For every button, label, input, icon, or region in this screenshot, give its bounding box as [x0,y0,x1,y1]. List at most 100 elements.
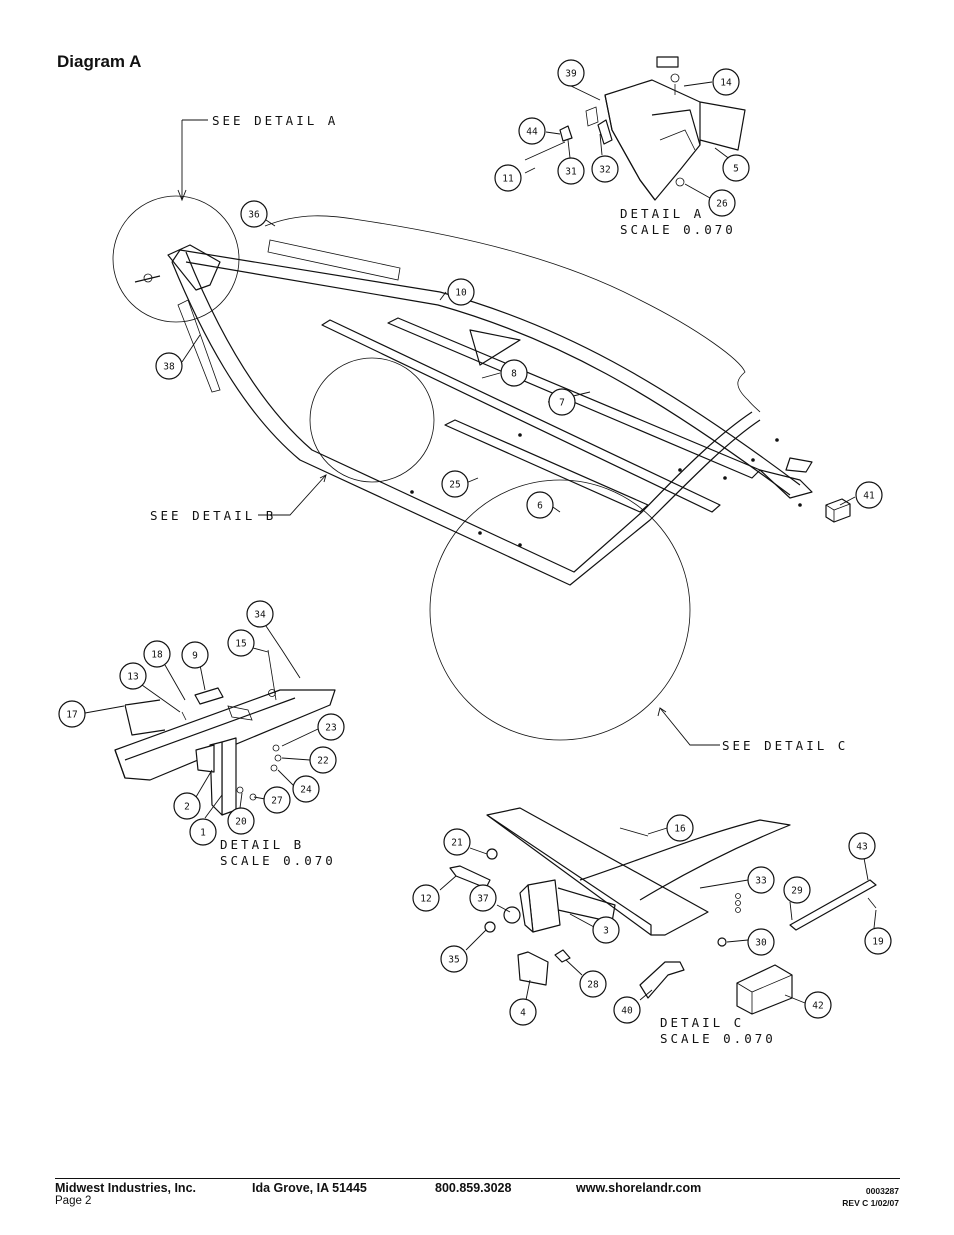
part-callout-32: 32 [591,155,619,183]
detail-a-label: DETAIL A [620,206,704,221]
part-callout-20: 20 [227,807,255,835]
part-callout-4: 4 [509,998,537,1026]
part-callout-10: 10 [447,278,475,306]
svg-text:39: 39 [565,69,577,80]
part-callout-30: 30 [747,928,775,956]
svg-text:2: 2 [184,802,190,813]
leader-lines [84,81,877,1004]
detail-b [114,649,336,816]
svg-text:11: 11 [502,174,514,185]
part-callout-42: 42 [804,991,832,1019]
svg-text:41: 41 [863,491,875,502]
svg-text:5: 5 [733,164,739,175]
svg-text:37: 37 [477,894,488,905]
part-callout-31: 31 [557,157,585,185]
svg-text:36: 36 [248,210,260,221]
svg-text:42: 42 [812,1001,823,1012]
svg-text:28: 28 [587,980,599,991]
svg-text:6: 6 [537,501,543,512]
part-callout-12: 12 [412,884,440,912]
part-callout-8: 8 [500,359,528,387]
part-callout-19: 19 [864,927,892,955]
part-callout-29: 29 [783,876,811,904]
page-title: Diagram A [57,52,142,71]
part-callout-39: 39 [557,59,585,87]
part-callout-26: 26 [708,189,736,217]
svg-text:34: 34 [254,610,266,621]
part-callout-34: 34 [246,600,274,628]
svg-text:33: 33 [755,876,766,887]
part-callout-23: 23 [317,713,345,741]
footer-city: Ida Grove, IA 51445 [252,1181,367,1195]
svg-text:27: 27 [271,796,282,807]
svg-text:43: 43 [856,842,867,853]
part-callout-11: 11 [494,164,522,192]
svg-text:3: 3 [603,926,609,937]
svg-text:10: 10 [455,288,467,299]
svg-text:20: 20 [235,817,247,828]
part-callout-33: 33 [747,866,775,894]
part-callout-6: 6 [526,491,554,519]
part-callout-43: 43 [848,832,876,860]
detail-a [524,56,746,201]
see-detail-a-label: SEE DETAIL A [212,113,338,128]
svg-text:40: 40 [621,1006,633,1017]
part-callout-5: 5 [722,154,750,182]
svg-text:26: 26 [716,199,728,210]
part-callout-40: 40 [613,996,641,1024]
svg-text:25: 25 [449,480,460,491]
part-callout-1: 1 [189,818,217,846]
part-callout-27: 27 [263,786,291,814]
svg-text:44: 44 [526,127,538,138]
part-callout-37: 37 [469,884,497,912]
svg-text:30: 30 [755,938,767,949]
detail-a-mini [134,244,221,291]
detail-c [449,807,877,1015]
svg-text:32: 32 [599,165,610,176]
svg-text:21: 21 [451,838,463,849]
svg-text:35: 35 [448,955,459,966]
svg-text:19: 19 [872,937,884,948]
part-callout-22: 22 [309,746,337,774]
part-callout-13: 13 [119,662,147,690]
detail-c-scale: SCALE 0.070 [660,1031,776,1046]
part-callout-18: 18 [143,640,171,668]
svg-text:24: 24 [300,785,312,796]
part-callout-25: 25 [441,470,469,498]
svg-text:31: 31 [565,167,577,178]
detail-a-scale: SCALE 0.070 [620,222,736,237]
footer-revision: REV C 1/02/07 [842,1198,899,1208]
part-callout-28: 28 [579,970,607,998]
detail-b-label: DETAIL B [220,837,304,852]
footer-company: Midwest Industries, Inc. [55,1181,196,1195]
svg-text:15: 15 [235,639,246,650]
svg-text:14: 14 [720,78,732,89]
part-callout-2: 2 [173,792,201,820]
part-callout-21: 21 [443,828,471,856]
part-callout-3: 3 [592,916,620,944]
part-callout-16: 16 [666,814,694,842]
footer-website[interactable]: www.shorelandr.com [576,1181,702,1195]
part-callout-41: 41 [855,481,883,509]
part-callout-14: 14 [712,68,740,96]
part-callout-35: 35 [440,945,468,973]
part-callout-36: 36 [240,200,268,228]
svg-text:38: 38 [163,362,175,373]
svg-text:7: 7 [559,398,565,409]
part-callout-44: 44 [518,117,546,145]
svg-text:23: 23 [325,723,336,734]
detail-circles [112,195,691,741]
footer-doc-number: 0003287 [865,1186,899,1196]
svg-text:4: 4 [520,1008,526,1019]
svg-text:16: 16 [674,824,686,835]
part-callout-7: 7 [548,388,576,416]
see-detail-c-label: SEE DETAIL C [722,738,848,753]
part-callout-9: 9 [181,641,209,669]
svg-text:13: 13 [127,672,138,683]
part-callout-24: 24 [292,775,320,803]
detail-c-label: DETAIL C [660,1015,744,1030]
svg-text:17: 17 [66,710,77,721]
part-callout-17: 17 [58,700,86,728]
see-detail-b-label: SEE DETAIL B [150,508,276,523]
svg-text:18: 18 [151,650,163,661]
